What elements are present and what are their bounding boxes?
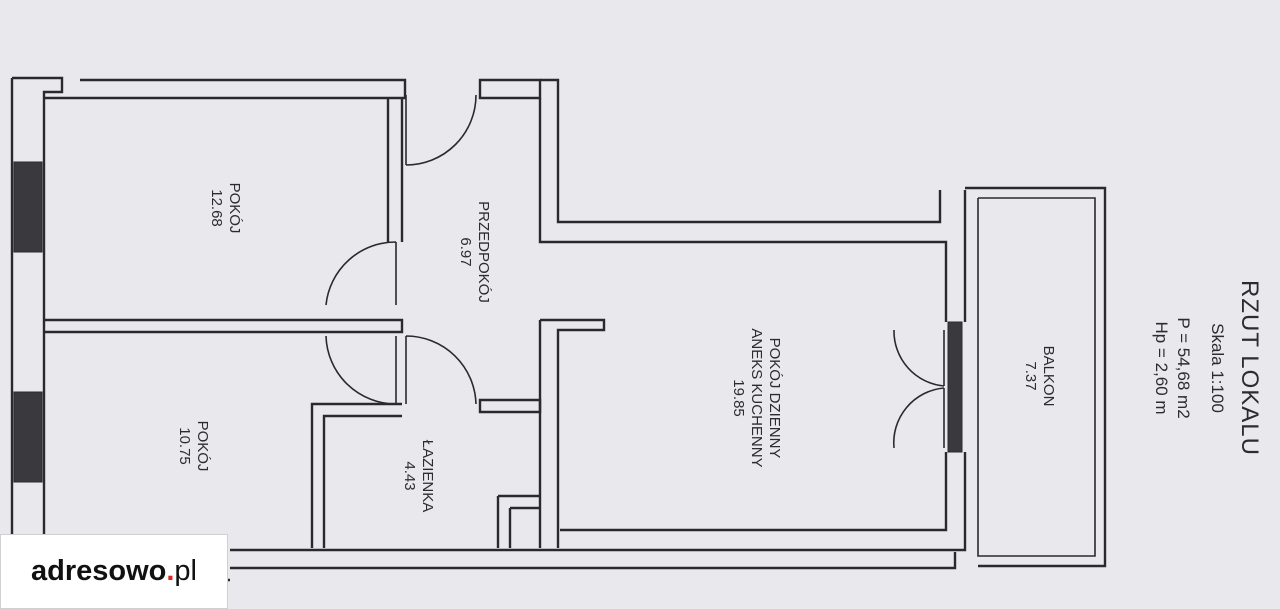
plan-height: Hp = 2,60 m [1152,321,1171,414]
balcony-rail-inner [977,197,1096,557]
door-room1 [325,241,397,306]
room-area: 4.43 [401,461,418,490]
exterior-wall-bottom [230,552,957,570]
plan-scale: Skala 1:100 [1208,323,1227,413]
exterior-wall-left [12,76,64,560]
bathroom-wall [310,402,402,548]
partition-room1-hall [386,98,404,242]
room-balkon: BALKON 7.37 [1022,346,1057,407]
balcony-rail [965,186,1107,568]
room-name: BALKON [1040,346,1057,407]
room-pokoj-dzienny: POKÓJ DZIENNY ANEKS KUCHENNY 19.85 [730,328,783,467]
window-balcony [947,321,963,453]
room-name-2: ANEKS KUCHENNY [748,328,765,467]
bathroom-wall-inner [322,414,402,548]
logo-tld: pl [174,555,197,587]
room-lazienka: ŁAZIENKA 4.43 [401,440,436,513]
room-przedpokoj: PRZEDPOKÓJ 6.97 [457,201,492,303]
exterior-wall-top [44,78,407,100]
adresowo-logo: adresowo.pl [0,534,228,609]
door-room2 [325,335,397,405]
exterior-wall-top-right [478,78,542,100]
living-right-wall [560,452,948,532]
living-right-outer [230,190,967,552]
room-area: 10.75 [176,427,193,465]
door-bathroom [405,335,477,405]
window-room1 [13,161,43,253]
room-name: POKÓJ [226,183,243,234]
walls [10,76,1107,582]
room-name: ŁAZIENKA [419,440,436,513]
door-entrance [405,94,477,166]
logo-brand: adresowo [30,555,167,587]
windows [13,161,963,483]
plan-title: RZUT LOKALU [1236,280,1263,456]
living-top-wall [538,98,948,322]
room-area: 7.37 [1022,361,1039,390]
doors [325,94,945,449]
room-area: 6.97 [457,237,474,266]
room-pokoj-1: POKÓJ 12.68 [208,183,243,234]
hall-right-wall [538,318,606,548]
logo-dot: . [166,555,175,587]
window-room2 [13,391,43,483]
partition-rooms [44,318,404,334]
room-pokoj-2: POKÓJ 10.75 [176,421,211,472]
room-area: 12.68 [208,189,225,227]
room-name: PRZEDPOKÓJ [475,201,492,303]
room-area: 19.85 [730,379,747,417]
door-balcony-upper [893,329,945,387]
room-name: POKÓJ [194,421,211,472]
room-name: POKÓJ DZIENNY [766,338,783,459]
exterior-wall-entrance [540,78,942,224]
door-balcony-lower [892,387,945,449]
title-block: RZUT LOKALU Skala 1:100 P = 54,68 m2 Hp … [1152,280,1263,456]
bathroom-right-wall [478,398,542,414]
shaft [496,494,540,548]
plan-area: P = 54,68 m2 [1174,317,1193,418]
